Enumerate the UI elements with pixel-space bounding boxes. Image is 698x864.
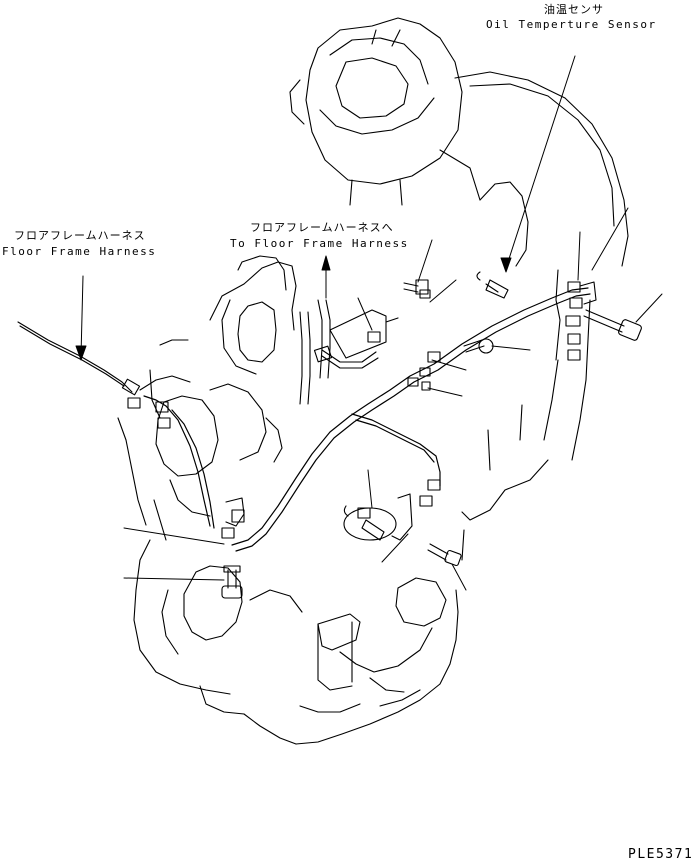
to-floor-harness-label-jp: フロアフレームハーネスへ <box>250 221 394 234</box>
harness-clamp <box>225 497 245 527</box>
oil-sensor-label-en: Oil Temperture Sensor <box>486 18 657 31</box>
floor-harness-label-en: Floor Frame Harness <box>2 245 157 258</box>
connector-stack <box>565 281 597 361</box>
flywheel-housing <box>454 71 629 461</box>
main-harness <box>143 287 591 552</box>
up-harness <box>299 299 379 405</box>
leader-lines <box>75 55 663 591</box>
upper-housing <box>289 17 481 206</box>
small-connectors <box>127 289 441 539</box>
right-block <box>461 269 561 521</box>
floor-frame-harness-lead <box>17 321 141 396</box>
to-floor-harness-label-en: To Floor Frame Harness <box>230 237 409 250</box>
drawing-code: PLE5371 <box>628 847 694 862</box>
oil-temp-sensor <box>476 271 509 299</box>
oil-sensor-label-jp: 油温センサ <box>544 3 604 16</box>
center-bracket <box>313 309 399 363</box>
lower-sensor <box>343 493 413 541</box>
bolts <box>221 279 642 599</box>
floor-harness-label-jp: フロアフレームハーネス <box>14 229 146 242</box>
engine-block <box>117 255 297 541</box>
lower-engine <box>133 529 465 745</box>
